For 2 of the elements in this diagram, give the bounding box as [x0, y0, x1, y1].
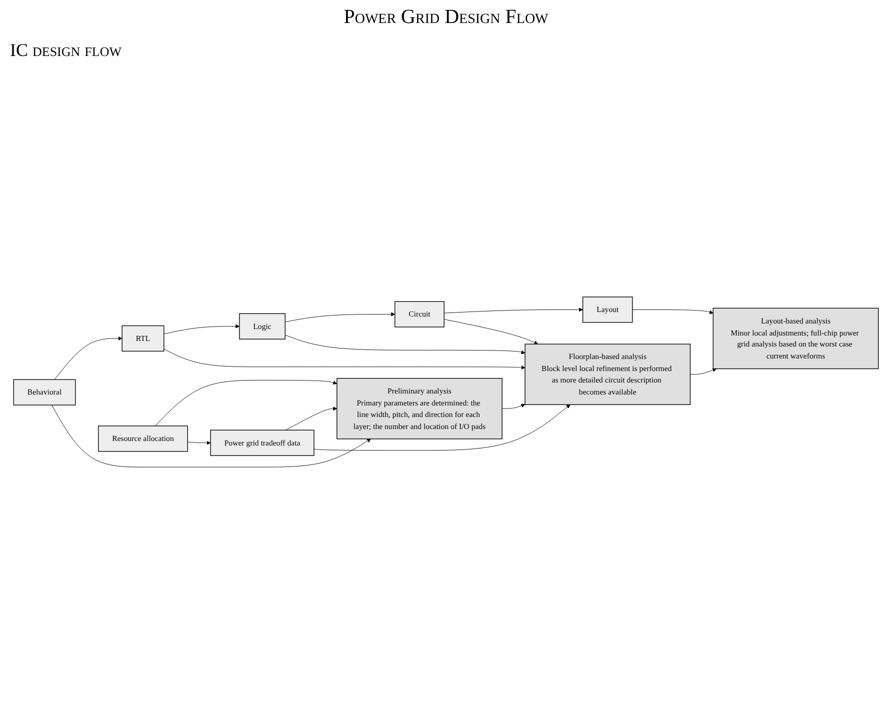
diagram-title: Power Grid Design Flow [342, 6, 550, 29]
column-heading: IC design flow [10, 40, 122, 61]
